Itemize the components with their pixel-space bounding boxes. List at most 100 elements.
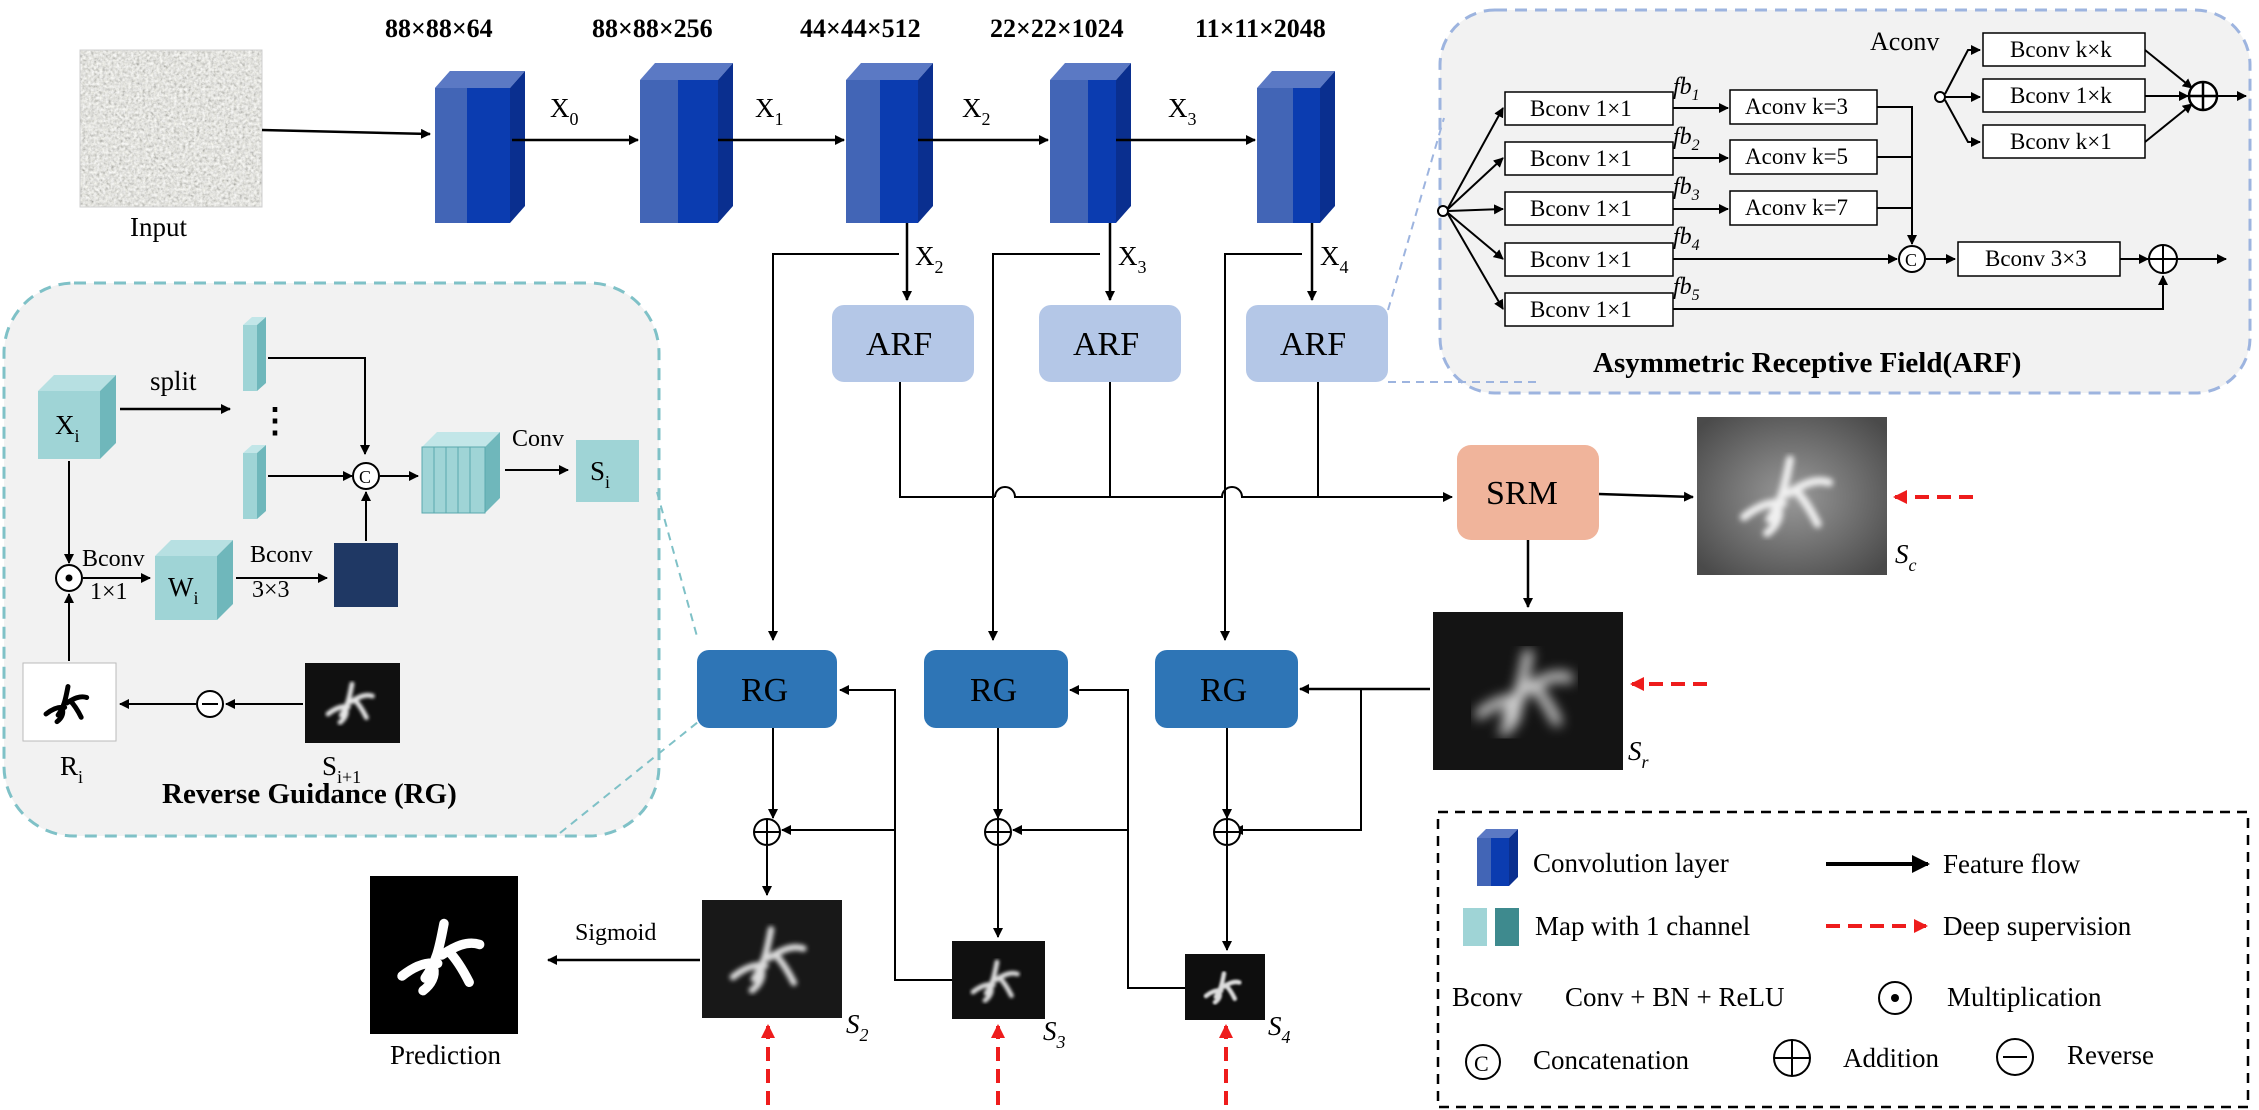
input-label: Input: [130, 212, 187, 242]
svg-text:C: C: [359, 467, 371, 487]
legend-multiply-icon: [1878, 981, 1912, 1015]
legend-add-label: Addition: [1843, 1043, 1940, 1073]
fb3-label: fb3: [1673, 174, 1700, 204]
add-symbol-s4: [1213, 818, 1241, 846]
svg-text:RG: RG: [1200, 672, 1247, 709]
legend-feature-flow-label: Feature flow: [1943, 849, 2081, 879]
rg-block-1: RG: [697, 650, 837, 728]
rg-panel-title: Reverse Guidance (RG): [162, 778, 457, 810]
rg-block-2: RG: [924, 650, 1068, 728]
bconv-1x1-label-a: Bconv: [82, 546, 145, 572]
arf-bconv-3x3: Bconv 3×3: [1957, 241, 2121, 277]
s3-label: S3: [1043, 1016, 1066, 1052]
si1-label: Si+1: [322, 751, 361, 787]
s2-output-map: [702, 900, 842, 1018]
conv-block-5: [1257, 71, 1335, 223]
legend-map-dark-icon: [1495, 908, 1519, 946]
aconv-k7: Aconv k=7: [1729, 190, 1878, 226]
fb4-label: fb4: [1673, 224, 1700, 254]
arf-branch-1: Bconv 1×1: [1504, 91, 1674, 126]
s3-output-map: [952, 941, 1045, 1019]
legend-multiply-label: Multiplication: [1947, 982, 2102, 1012]
legend-add-icon: [1773, 1039, 1811, 1077]
backbone: Input 88×88×64 88×88×256 44×44×512 22×22…: [79, 14, 1335, 242]
si-map: Si: [576, 440, 639, 502]
rg-column: RG RG RG: [370, 650, 1430, 1105]
arf-branch-4: Bconv 1×1: [1504, 242, 1674, 277]
flow-label-x2: X2: [962, 93, 991, 129]
conv-label: Conv: [512, 426, 564, 452]
svg-text:Bconv 1×1: Bconv 1×1: [1530, 96, 1632, 121]
svg-text:SRM: SRM: [1486, 475, 1558, 512]
legend-supervision-label: Deep supervision: [1943, 911, 2132, 941]
arf-panel-title: Asymmetric Receptive Field(ARF): [1593, 347, 2021, 379]
svg-text:Bconv k×1: Bconv k×1: [2010, 129, 2112, 154]
legend-bconv-key: Bconv: [1452, 982, 1523, 1012]
sr-label: Sr: [1628, 736, 1650, 772]
bconv-3x3-label-b: 3×3: [252, 577, 290, 603]
fb1-label: fb1: [1673, 74, 1700, 104]
down-label-x2: X2: [915, 241, 944, 277]
svg-text:Bconv 3×3: Bconv 3×3: [1985, 246, 2087, 271]
legend-frame: [1436, 810, 2250, 1109]
sc-output-map: [1697, 417, 1887, 575]
rg-panel: Xi split ⋮ C: [2, 281, 661, 838]
srm-section: SRM Sc Sr: [1433, 417, 1973, 772]
si1-map: [305, 663, 400, 743]
aconv-k5: Aconv k=5: [1729, 139, 1878, 175]
dim-1: 88×88×64: [385, 14, 493, 43]
arf-add-symbol: [2148, 244, 2178, 274]
fb2-label: fb2: [1673, 124, 1700, 154]
svg-text:Bconv 1×1: Bconv 1×1: [1530, 196, 1632, 221]
legend-map-light-icon: [1463, 908, 1487, 946]
sigmoid-label: Sigmoid: [575, 920, 656, 946]
flow-label-x3: X3: [1168, 93, 1197, 129]
svg-text:Bconv k×k: Bconv k×k: [2010, 37, 2112, 62]
legend-concat-label: Concatenation: [1533, 1045, 1689, 1075]
sr-output-map: [1433, 612, 1623, 770]
input-image: [79, 49, 263, 208]
svg-text:ARF: ARF: [1280, 326, 1346, 363]
arf-input-node: [1437, 205, 1449, 217]
aconv-detail-title: Aconv: [1870, 27, 1939, 56]
svg-text:Bconv 1×1: Bconv 1×1: [1530, 297, 1632, 322]
rg-panel-frame: [2, 281, 661, 838]
arf-block-3: ARF: [1246, 305, 1388, 382]
split-label: split: [150, 366, 197, 396]
down-label-x4: X4: [1320, 241, 1349, 277]
legend-reverse-icon: [1996, 1038, 2034, 1076]
down-label-x3: X3: [1118, 241, 1147, 277]
svg-text:Si: Si: [590, 456, 610, 492]
svg-text:Aconv k=3: Aconv k=3: [1745, 94, 1848, 119]
dim-2: 88×88×256: [592, 14, 713, 43]
arf-branch-2: Bconv 1×1: [1504, 141, 1674, 176]
arf-panel: Bconv 1×1 Bconv 1×1 Bconv 1×1 Bconv 1×1 …: [1437, 8, 2252, 395]
ri-label: Ri: [60, 751, 83, 787]
arf-block-1: ARF: [832, 305, 974, 382]
dim-4: 22×22×1024: [990, 14, 1124, 43]
bconv-3x3-label-a: Bconv: [250, 542, 313, 568]
rg-block-3: RG: [1155, 650, 1298, 728]
rg-concat-symbol: C: [352, 462, 380, 490]
s2-label: S2: [846, 1009, 869, 1045]
svg-text:Bconv 1×1: Bconv 1×1: [1530, 146, 1632, 171]
weighted-map-navy: [334, 543, 398, 607]
aconv-bconv-kxk: Bconv k×k: [1982, 32, 2146, 67]
aconv-add-symbol: [2187, 80, 2219, 112]
aconv-bconv-1xk: Bconv 1×k: [1982, 78, 2146, 113]
multiply-symbol: [55, 564, 83, 592]
arf-block-2: ARF: [1039, 305, 1181, 382]
arf-concat-symbol: C: [1898, 245, 1926, 273]
split-dots: ⋮: [258, 403, 292, 440]
aconv-bconv-kx1: Bconv k×1: [1982, 124, 2146, 159]
svg-text:Bconv 1×k: Bconv 1×k: [2010, 83, 2112, 108]
split-slice-bottom: [243, 445, 266, 519]
arf-column: X2 X3 X4 ARF ARF ARF: [768, 223, 1453, 641]
arf-branch-5: Bconv 1×1: [1504, 292, 1674, 327]
split-top-to-concat: [268, 357, 370, 455]
split-slice-top: [243, 317, 266, 391]
legend-conv-icon: [1477, 829, 1518, 886]
srm-block: SRM: [1457, 445, 1599, 540]
rg-panel-connector-2: [559, 721, 699, 834]
svg-text:C: C: [1474, 1051, 1489, 1076]
